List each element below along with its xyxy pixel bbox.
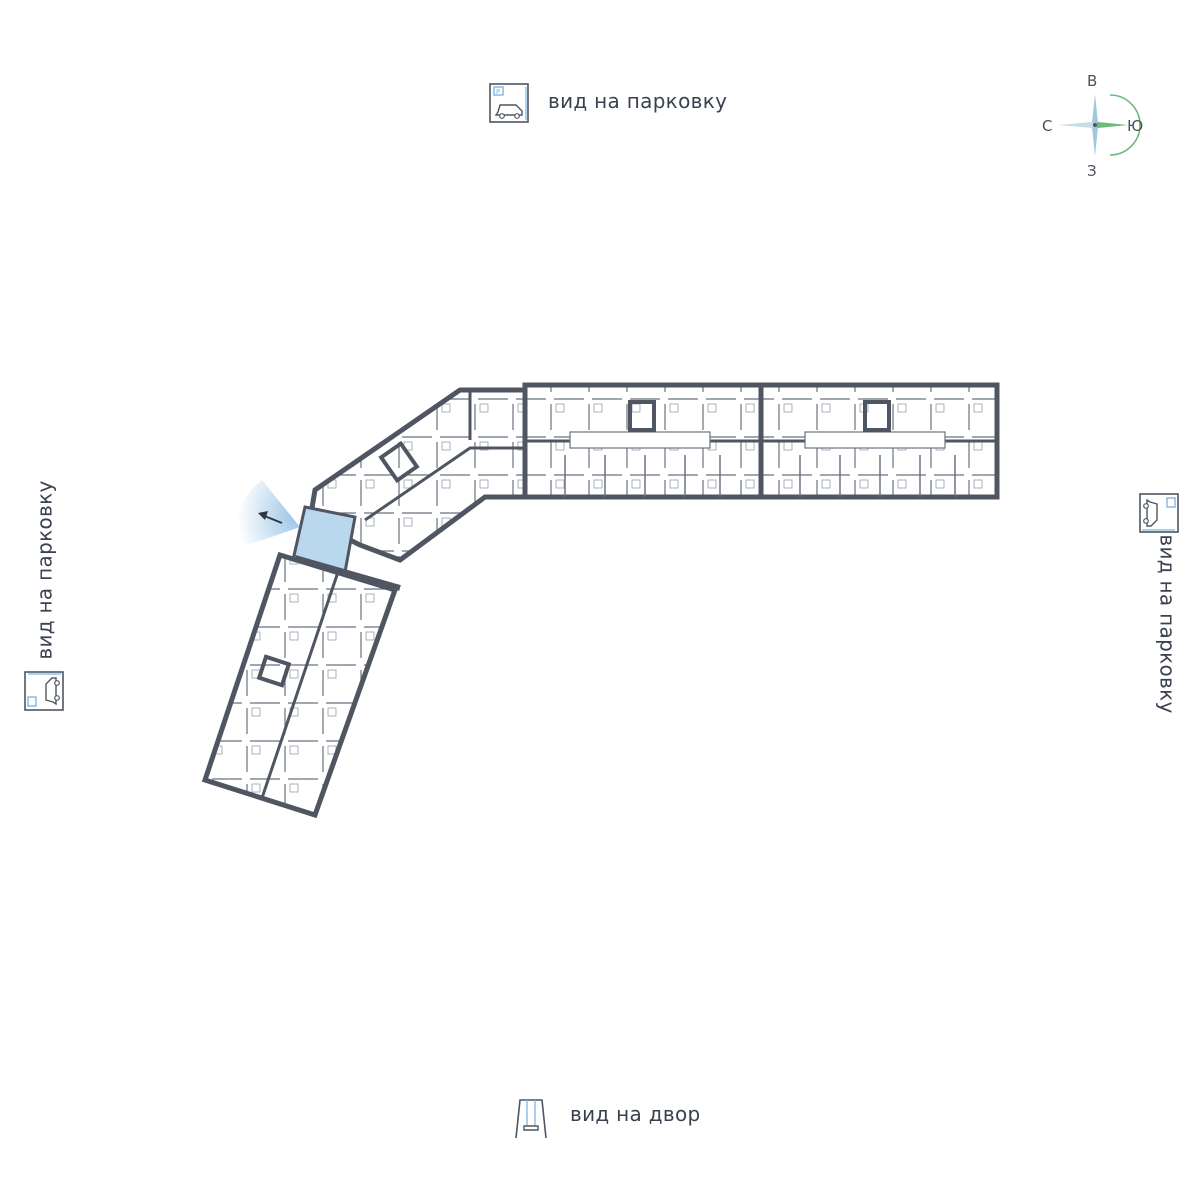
view-label-bottom: вид на двор <box>570 1102 701 1126</box>
svg-text:P: P <box>496 88 500 96</box>
building-corner <box>307 387 528 563</box>
parking-view-icon: P <box>488 82 530 124</box>
building-wing-east <box>522 382 1000 500</box>
view-direction-arrow-icon <box>236 480 300 548</box>
compass-letter-south: З <box>1087 162 1097 180</box>
building-wing-southwest <box>201 551 399 819</box>
view-label-top: вид на парковку <box>548 89 728 113</box>
compass-letter-east: Ю <box>1127 117 1144 135</box>
compass-letter-west: С <box>1042 117 1053 135</box>
parking-view-icon-right <box>1138 492 1180 534</box>
parking-view-icon-left <box>23 670 65 712</box>
compass-letter-north: В <box>1087 72 1098 90</box>
compass-icon <box>1040 70 1150 180</box>
swing-courtyard-icon <box>510 1096 552 1140</box>
